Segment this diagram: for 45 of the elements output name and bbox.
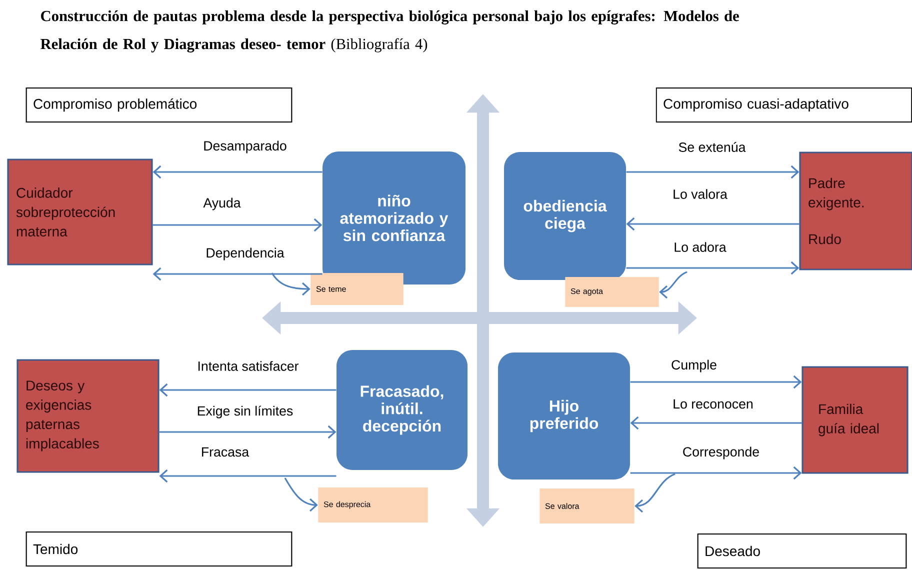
state-box: Fracasado, inútil. decepción	[336, 350, 468, 470]
edge-label: Intenta satisfacer	[196, 360, 300, 372]
edge-label: Lo adora	[672, 240, 728, 254]
arrow	[634, 473, 676, 513]
arrow	[659, 271, 688, 299]
edge-label: Corresponde	[681, 445, 761, 461]
arrow	[159, 425, 336, 439]
arrow	[152, 267, 322, 281]
title: Construcción de pautas problema desde la perspectiva biológica personal bajo los epígrafes: Modelos de Relación de Rol y Diagramas deseo- temor (Bibliografía 4)	[40, 10, 739, 52]
figure-box: Familia guía ideal	[802, 366, 908, 474]
arrow	[152, 165, 322, 179]
arrow	[271, 272, 310, 296]
figure-box: Padre exigente. Rudo	[799, 152, 912, 270]
category-box: Temido	[26, 531, 292, 567]
arrow	[152, 218, 322, 232]
category-box: Compromiso cuasi-adaptativo	[656, 87, 912, 123]
edge-label: Fracasa	[200, 446, 250, 458]
figure-box: Cuidador sobreprotección materna	[7, 158, 153, 266]
edge-label: Lo reconocen	[671, 398, 755, 410]
state-box: Hijo preferido	[498, 352, 630, 480]
arrow	[626, 261, 800, 275]
note-box: Se desprecia	[318, 488, 428, 522]
edge-label: Desamparado	[202, 139, 288, 155]
state-box: obediencia ciega	[504, 152, 626, 280]
edge-label: Cumple	[670, 358, 718, 374]
edge-label: Se extenúa	[676, 140, 748, 154]
arrow	[630, 375, 802, 389]
state-box: niño atemorizado y sin confianza	[322, 152, 466, 284]
category-box: Deseado	[697, 533, 907, 569]
category-box: Compromiso problemático	[26, 87, 292, 123]
edge-label: Dependencia	[204, 246, 286, 262]
note-box: Se valora	[540, 488, 634, 524]
note-box: Se teme	[310, 273, 404, 305]
edge-label: Lo valora	[671, 188, 729, 200]
arrow	[626, 217, 800, 231]
arrow	[159, 469, 336, 483]
edge-label: Exige sin límites	[196, 404, 294, 420]
note-box: Se agota	[565, 277, 659, 307]
arrow	[626, 165, 800, 179]
arrow	[159, 383, 336, 397]
arrow	[284, 478, 318, 512]
arrow	[630, 466, 802, 480]
figure-box: Deseos y exigencias paternas implacables	[16, 359, 160, 473]
edge-label: Ayuda	[202, 196, 242, 212]
arrow	[630, 416, 802, 430]
